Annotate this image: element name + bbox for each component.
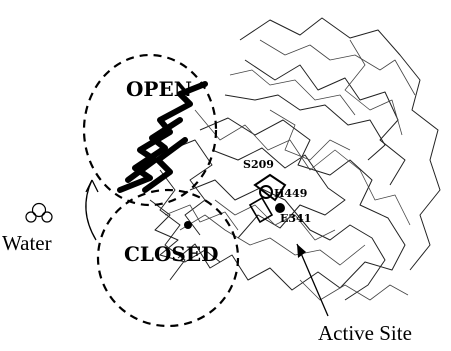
water-molecule-icon <box>25 202 53 223</box>
active-site-arrow <box>296 243 329 317</box>
closed-region-circle <box>96 188 240 328</box>
active-site-residues: S209 H449 E341 <box>243 158 311 225</box>
residue-label-h449: H449 <box>274 187 307 200</box>
open-region-circle <box>82 53 218 207</box>
water-label: Water <box>2 231 52 255</box>
open-label: OPEN <box>126 77 192 101</box>
residue-label-e341: E341 <box>280 212 311 225</box>
lid-helix-open <box>117 81 208 193</box>
residue-label-s209: S209 <box>243 158 274 171</box>
closed-label: CLOSED <box>124 242 218 266</box>
active-site-label: Active Site <box>318 321 412 345</box>
protein-backbone <box>159 17 441 301</box>
lid-motion-arrowhead <box>85 179 99 193</box>
lid-helix-closed <box>149 199 239 263</box>
